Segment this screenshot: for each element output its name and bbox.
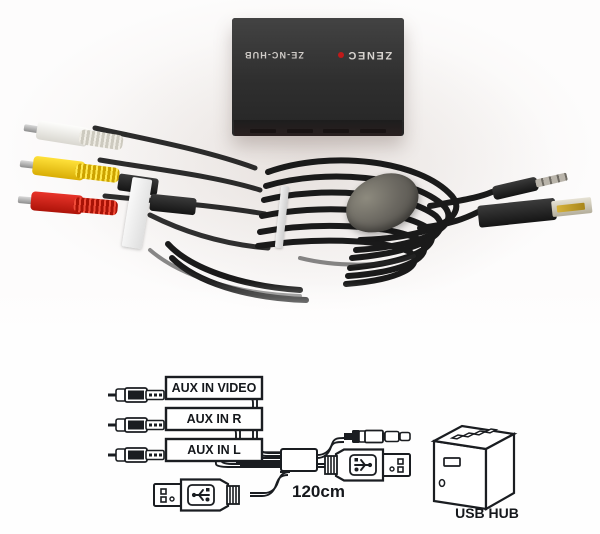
aux-in-r-box (164, 406, 264, 432)
usb-hub-ports (449, 428, 499, 440)
product-photo: ZENEC ZE-NC-HUB (0, 0, 600, 352)
hub-port-slot (286, 129, 313, 133)
aux-in-video-box (164, 375, 264, 401)
aux-in-r-label: AUX IN R (187, 412, 242, 426)
diagram-rca-video (107, 387, 165, 403)
hub-front-lip (234, 120, 402, 136)
diagram-rca-right (107, 417, 165, 433)
hub-top-face (232, 18, 404, 122)
hub-port-slot (323, 129, 350, 133)
usb-hub-label: USB HUB (455, 505, 519, 521)
usb-hub-device (430, 424, 518, 511)
aux-in-l-box (164, 437, 264, 463)
usb-hub-led (438, 478, 446, 488)
diagram-usb-output (323, 448, 412, 482)
hub-port-row (250, 129, 386, 133)
hub-port-slot (359, 129, 386, 133)
wiring-diagram-svg: AUX IN VIDEO AUX IN R AUX IN L (107, 375, 519, 521)
usb-hub-port (482, 428, 499, 434)
usb-metal-tongue (551, 196, 593, 218)
diagram-rca-left (107, 447, 165, 463)
photo-bottom-fade (0, 282, 600, 352)
cable-length-label: 120cm (292, 482, 345, 501)
diagram-3-5mm-jack-output (344, 429, 411, 444)
aux-in-video-label: AUX IN VIDEO (172, 381, 257, 395)
wiring-diagram: AUX IN VIDEO AUX IN R AUX IN L (0, 352, 600, 534)
aux-in-l-label: AUX IN L (187, 443, 241, 457)
usb-hub-front-slot (443, 457, 461, 467)
zenec-hub-device: ZENEC ZE-NC-HUB (232, 18, 404, 136)
cable-junction-block (280, 448, 318, 472)
hub-port-slot (250, 129, 276, 133)
diagram-usb-input (152, 478, 241, 512)
